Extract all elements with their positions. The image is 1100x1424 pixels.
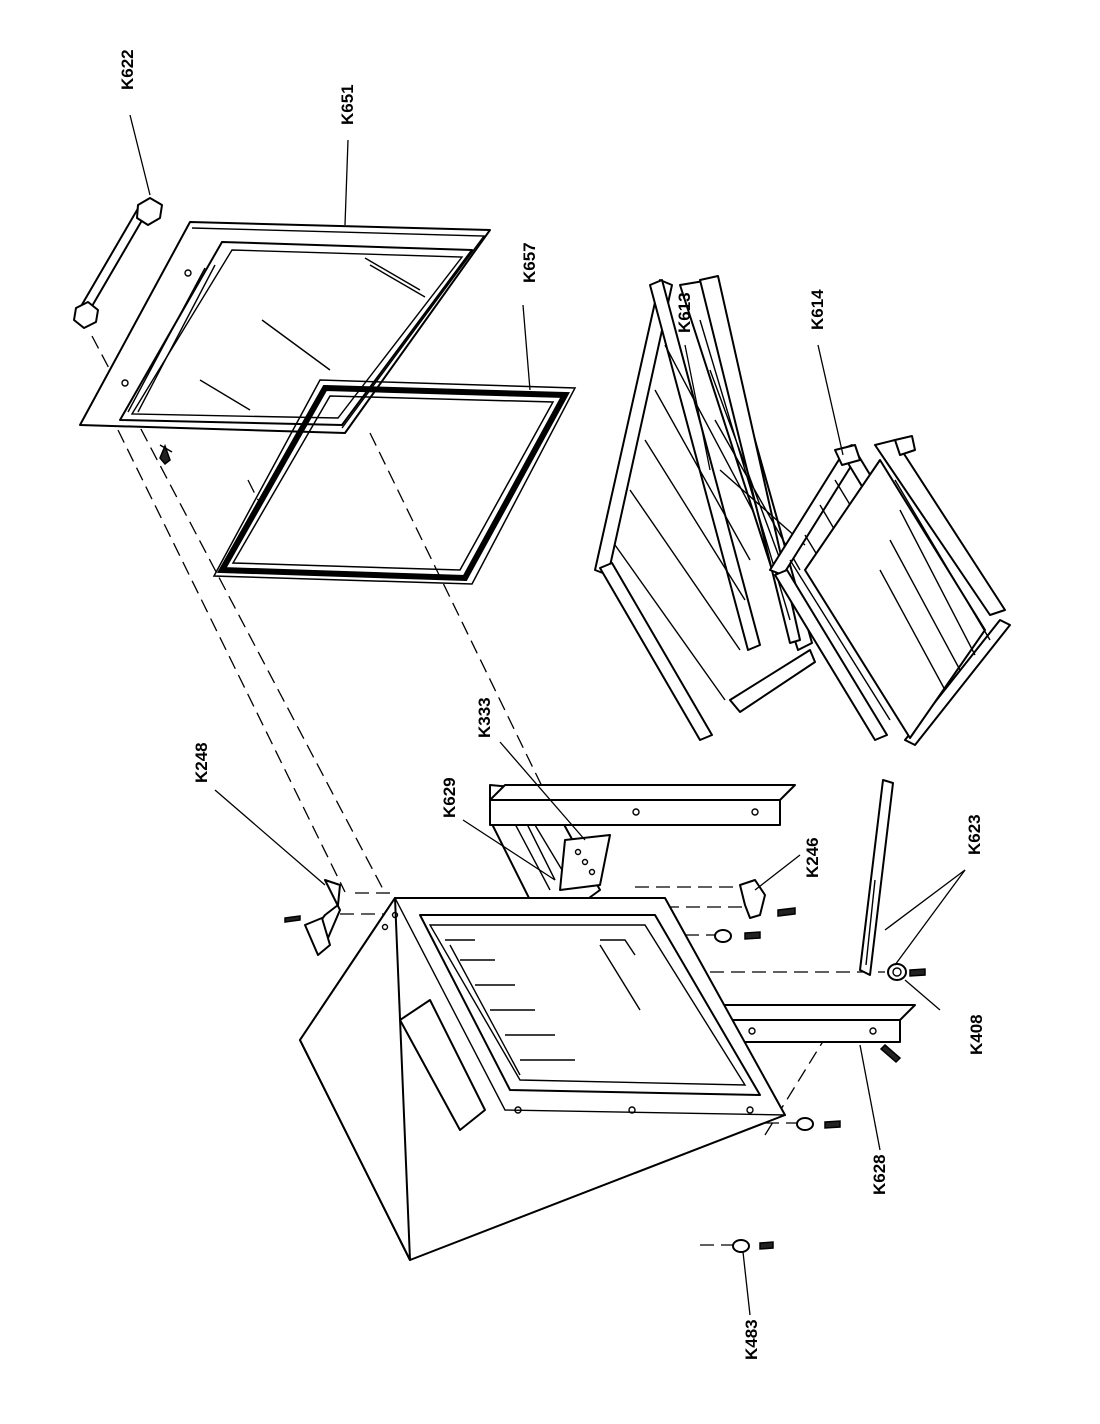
label-k651: K651 <box>338 84 357 125</box>
label-k613: K613 <box>675 292 694 333</box>
foot-and-screw-upper <box>714 929 761 943</box>
label-k622: K622 <box>118 49 137 90</box>
handle-part <box>73 197 163 329</box>
shelf-set-k613 <box>594 275 816 741</box>
hinge-k246 <box>739 879 796 919</box>
foot-k408 <box>887 963 926 981</box>
long-bracket-part <box>859 779 894 976</box>
leader-lines <box>129 114 966 1316</box>
label-k628: K628 <box>870 1154 889 1195</box>
door-frame-part <box>79 221 491 466</box>
label-k623: K623 <box>965 814 984 855</box>
label-k408: K408 <box>967 1014 986 1055</box>
assembly-guide-lines <box>91 335 885 1246</box>
cabinet-body-part <box>299 897 787 1261</box>
shelf-set-k614 <box>769 435 1011 746</box>
screw-near-rail <box>879 1043 902 1064</box>
foot-k483 <box>732 1239 774 1253</box>
label-k248: K248 <box>192 742 211 783</box>
label-k629: K629 <box>440 777 459 818</box>
label-k483: K483 <box>742 1319 761 1360</box>
door-gasket-part <box>212 379 577 585</box>
foot-and-screw-mid <box>796 1117 841 1131</box>
label-k657: K657 <box>520 242 539 283</box>
hinge-k248 <box>284 879 341 956</box>
part-labels: K622 K651 K657 K613 K614 K248 K629 K333 … <box>118 49 986 1360</box>
label-k333: K333 <box>475 697 494 738</box>
label-k246: K246 <box>803 837 822 878</box>
label-k614: K614 <box>808 289 827 330</box>
